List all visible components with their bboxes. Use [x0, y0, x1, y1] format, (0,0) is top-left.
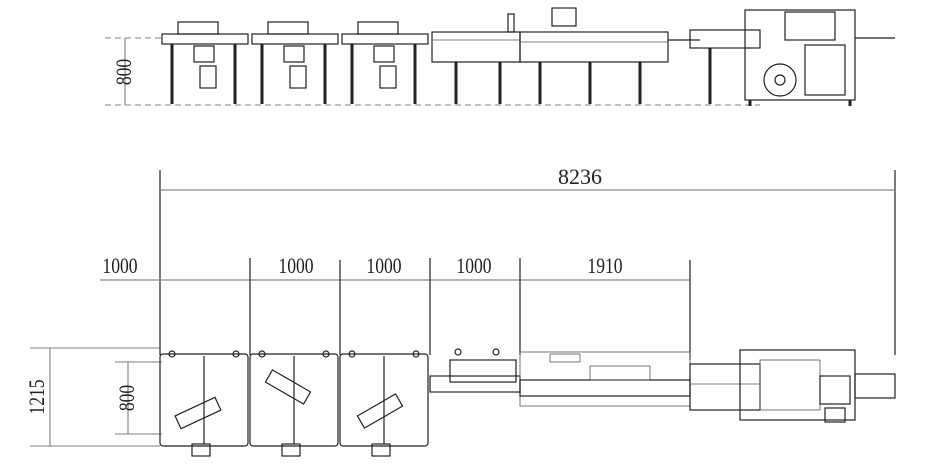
- elevation-view: 800: [105, 7, 895, 106]
- total-width-label: 1215: [25, 379, 49, 414]
- feeder-module-2: [251, 21, 339, 104]
- segment-dim-3: 1000: [366, 254, 401, 278]
- feeder-modules-elevation: [161, 21, 429, 104]
- segment-dim-1: 1000: [102, 254, 137, 278]
- module-width-label: 800: [115, 385, 139, 411]
- plan-dimensions: 8236 1000 1000 1000 1000 1910 1215 800: [25, 164, 896, 447]
- segment-dim-2: 1000: [278, 254, 313, 278]
- segment-dim-5: 1910: [587, 254, 622, 278]
- feeder-module-plan-2: [249, 350, 339, 457]
- segment-dim-4: 1000: [456, 254, 491, 278]
- total-length-label: 8236: [558, 164, 602, 189]
- infeed-conveyor-plan: [429, 348, 521, 393]
- feeder-module-1: [161, 21, 249, 104]
- elevation-height-label: 800: [112, 59, 136, 85]
- feeder-module-plan-3: [339, 350, 429, 457]
- infeed-conveyor-elevation: [431, 13, 521, 104]
- flow-wrapper-plan: [689, 349, 896, 423]
- distribution-conveyor-elevation: [519, 7, 669, 104]
- flow-wrapper-elevation: [668, 9, 895, 106]
- feeder-module-3: [341, 21, 429, 104]
- plan-view: [159, 348, 896, 457]
- feeder-module-plan-1: [159, 350, 249, 457]
- distribution-conveyor-plan: [519, 351, 691, 407]
